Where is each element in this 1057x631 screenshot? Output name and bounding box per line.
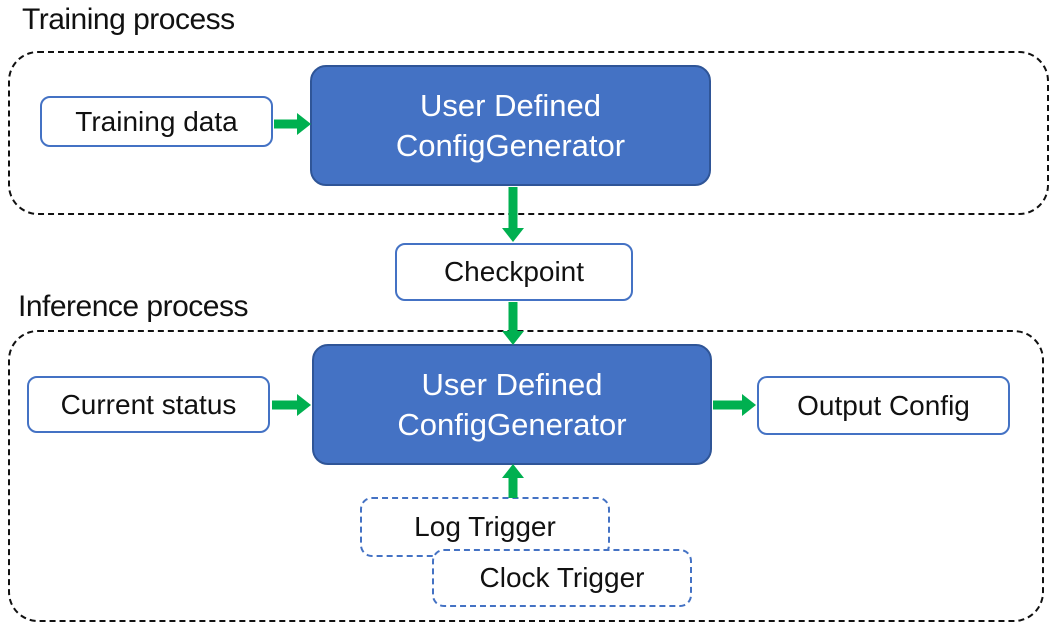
- arrow-shaft: [274, 119, 298, 129]
- config-generator-line2: ConfigGenerator: [395, 127, 626, 163]
- arrow-generator-to-output-config: [713, 393, 756, 417]
- arrow-triggers-to-generator: [502, 464, 524, 498]
- arrow-generator-to-checkpoint: [502, 187, 524, 242]
- log-trigger-node: Log Trigger: [360, 497, 610, 557]
- arrow-head: [502, 331, 524, 345]
- arrow-checkpoint-to-generator: [502, 302, 524, 345]
- config-generator-line2: ConfigGenerator: [397, 406, 627, 442]
- arrow-shaft: [272, 400, 298, 410]
- inference-process-section: [8, 330, 1044, 622]
- arrow-shaft: [508, 187, 518, 229]
- inference-process-label: Inference process: [18, 290, 248, 323]
- checkpoint-node: Checkpoint: [395, 243, 633, 301]
- output-config-node: Output Config: [757, 376, 1010, 435]
- arrow-head: [742, 394, 756, 416]
- config-generator-line1: User Defined: [421, 366, 603, 402]
- clock-trigger-node: Clock Trigger: [432, 549, 692, 607]
- training-process-label: Training process: [22, 3, 235, 36]
- config-generator-line1: User Defined: [420, 87, 601, 123]
- arrow-shaft: [508, 477, 518, 498]
- training-data-node: Training data: [40, 96, 273, 147]
- arrow-current-status-to-generator: [272, 393, 311, 417]
- config-generator-inference-node: User Defined ConfigGenerator: [312, 344, 712, 465]
- arrow-shaft: [713, 400, 743, 410]
- arrow-shaft: [508, 302, 518, 332]
- arrow-head: [297, 113, 311, 135]
- arrow-training-data-to-generator: [274, 112, 311, 136]
- training-process-section: [8, 51, 1049, 215]
- arrow-head: [502, 464, 524, 478]
- config-generator-training-node: User Defined ConfigGenerator: [310, 65, 711, 186]
- arrow-head: [502, 228, 524, 242]
- arrow-head: [297, 394, 311, 416]
- current-status-node: Current status: [27, 376, 270, 433]
